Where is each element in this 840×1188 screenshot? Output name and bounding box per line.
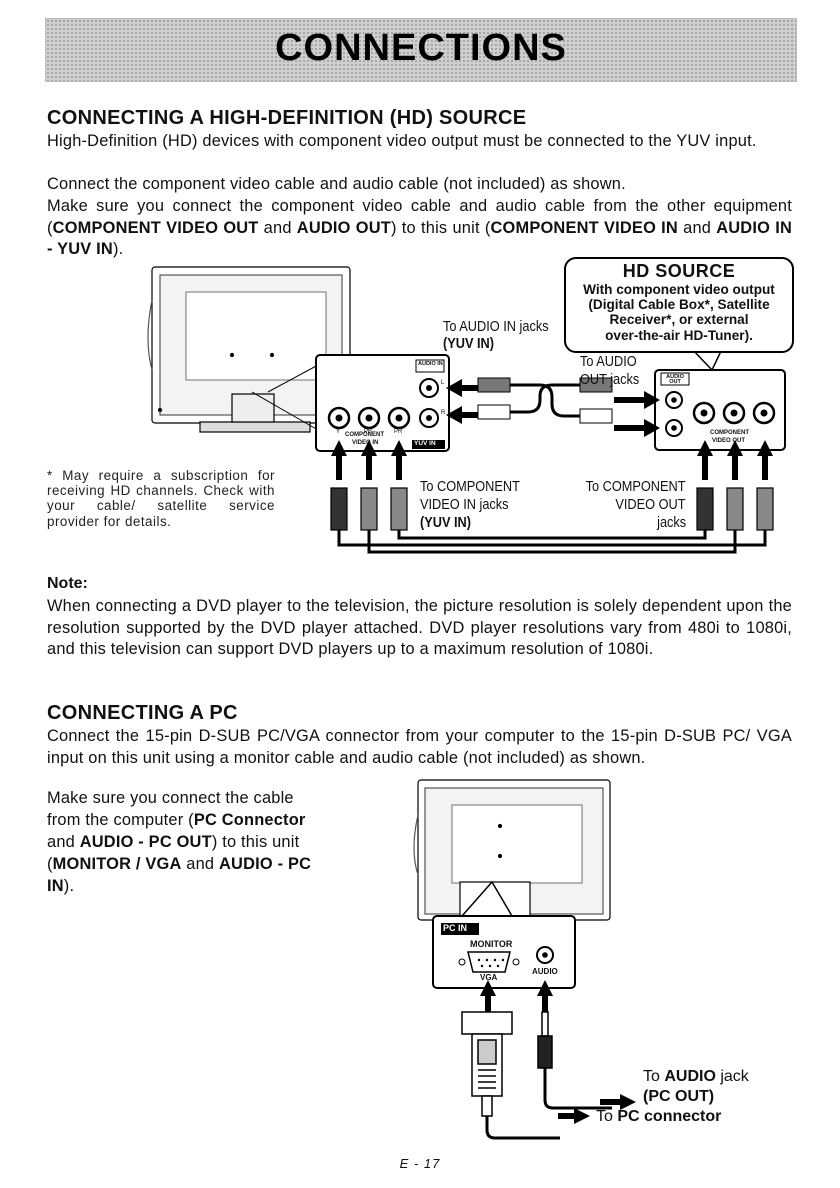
pc-intro-text: Connect the 15-pin D-SUB PC/VGA connecto… <box>47 727 792 767</box>
audio-out-term: AUDIO OUT <box>296 218 391 237</box>
pc-section-heading: CONNECTING A PC <box>47 702 238 724</box>
vga-label: VGA <box>480 973 498 982</box>
pc-instruction-paragraph: Make sure you connect the cable from the… <box>47 787 319 897</box>
hd-line-1: High-Definition (HD) devices with compon… <box>47 132 757 150</box>
page-title: CONNECTIONS <box>275 27 567 69</box>
rca-plugs-audio <box>477 377 613 424</box>
to-audio-prefix: To <box>643 1068 665 1085</box>
panel-video-out-label: VIDEO OUT <box>712 438 746 444</box>
label-video-out-jacks: jacks <box>656 514 686 531</box>
component-plugs <box>330 487 774 531</box>
note-label: Note: <box>47 575 88 592</box>
hd-line3-text: Make sure you connect the component vide… <box>47 197 792 237</box>
component-video-in-term: COMPONENT VIDEO IN <box>490 218 678 237</box>
to-pc-connector-label: To PC connector <box>596 1108 721 1126</box>
jack-l-label: L <box>441 380 445 386</box>
audio-jack-label: AUDIO <box>532 967 558 976</box>
to-audio-jack-label: To AUDIO jack <box>643 1068 749 1086</box>
pc-instr-text: Make sure you connect the cable from the… <box>47 789 294 829</box>
audio-plug <box>537 1011 553 1069</box>
hd-instruction-paragraph: Make sure you connect the component vide… <box>47 196 792 261</box>
component-in-panel <box>315 354 450 452</box>
hd-source-title: HD SOURCE <box>622 261 736 281</box>
to-audio-suffix: jack <box>715 1068 749 1085</box>
pc-in-label: PC IN <box>443 923 468 933</box>
arrows-pc-labels <box>558 1094 636 1124</box>
pc-cables <box>485 1068 612 1140</box>
to-pc-prefix: To <box>596 1108 618 1125</box>
tv-back-illustration-pc <box>413 779 611 921</box>
panel-audio-out-label: AUDIO OUT <box>666 374 684 385</box>
panel-video-in-label: VIDEO IN <box>352 440 379 446</box>
panel-yuv-in-label: YUV IN <box>414 440 436 447</box>
jack-y-label: Y <box>336 429 341 435</box>
component-cables <box>337 530 767 554</box>
audio-pc-in-term: AUDIO - PC IN <box>47 855 312 895</box>
hd-line3-to-unit: ) to this unit ( <box>390 218 491 237</box>
component-video-out-term: COMPONENT VIDEO OUT <box>52 218 259 237</box>
pc-instr-end: ). <box>63 877 75 895</box>
hd-line3-end: ). <box>112 240 124 258</box>
page-number: E - 17 <box>399 1156 441 1171</box>
jack-pb-label: PB <box>364 429 373 435</box>
audio-pc-out-term: AUDIO - PC OUT <box>79 833 212 851</box>
hd-line3-and: and <box>258 218 297 237</box>
pc-instr-and: and <box>47 833 80 851</box>
hd-line-2: Connect the component video cable and au… <box>47 175 626 193</box>
hd-source-line-1: With component video output <box>583 282 775 297</box>
hd-intro-paragraph: High-Definition (HD) devices with compon… <box>47 131 792 153</box>
label-to-component-in: To COMPONENT <box>420 478 520 495</box>
to-pc-term: PC connector <box>617 1108 722 1125</box>
arrows-audio <box>446 379 660 437</box>
pc-instr-and-2: and <box>181 855 220 873</box>
jack-pr-label: PR <box>394 429 403 435</box>
to-audio-term: AUDIO <box>664 1068 716 1085</box>
hd-source-line-3: Receiver*, or external <box>609 312 749 328</box>
panel-component-out-label: COMPONENT <box>710 430 749 436</box>
hd-source-box: HD SOURCE With component video output (D… <box>564 257 794 353</box>
pc-in-panel <box>432 915 576 989</box>
label-to-audio-in: To AUDIO IN jacks <box>443 318 549 335</box>
hd-source-line-4: over-the-air HD-Tuner). <box>605 327 753 343</box>
hd-footnote: * May require a subscription for receivi… <box>47 468 275 529</box>
title-banner: CONNECTIONS <box>45 18 797 82</box>
monitor-label: MONITOR <box>470 939 513 949</box>
audio-cables <box>510 383 580 418</box>
pc-instr-to-unit: ) to this unit ( <box>47 833 300 873</box>
pc-connector-term: PC Connector <box>193 811 306 829</box>
label-to-audio-out: To AUDIO <box>580 353 637 370</box>
label-to-component-out: To COMPONENT <box>586 478 686 495</box>
arrows-pc <box>480 980 553 1012</box>
hd-source-line-2: (Digital Cable Box*, Satellite <box>588 297 770 313</box>
audio-in-yuv-in-term: AUDIO IN - YUV IN <box>47 218 792 259</box>
vga-plug <box>461 1011 513 1117</box>
arrows-component <box>331 440 773 480</box>
monitor-vga-term: MONITOR / VGA <box>52 855 182 873</box>
hd-line3-and-2: and <box>677 218 717 237</box>
label-video-out: VIDEO OUT <box>615 496 686 513</box>
note-text: When connecting a DVD player to the tele… <box>47 597 792 658</box>
label-audio-out-jacks: OUT jacks <box>580 371 640 388</box>
label-video-in-jacks: VIDEO IN jacks <box>420 496 509 513</box>
pc-out-label: (PC OUT) <box>643 1088 715 1105</box>
label-yuv-in-audio: (YUV IN) <box>443 335 494 352</box>
jack-r-label: R <box>441 410 446 416</box>
panel-component-label: COMPONENT <box>345 432 384 438</box>
hd-section-heading: CONNECTING A HIGH-DEFINITION (HD) SOURCE <box>47 107 527 129</box>
label-yuv-in-component: (YUV IN) <box>420 514 471 531</box>
panel-audio-in-label: AUDIO IN <box>418 361 443 367</box>
component-out-panel <box>654 369 786 451</box>
tv-back-illustration <box>147 266 351 433</box>
